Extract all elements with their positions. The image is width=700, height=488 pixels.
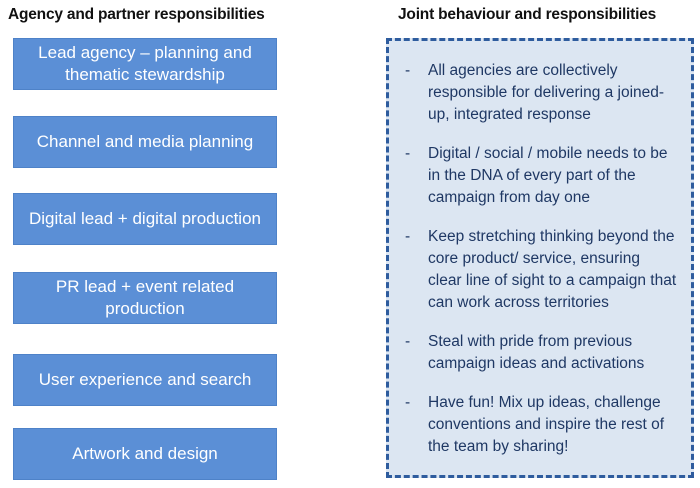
dash-marker: - [405, 394, 411, 411]
box-lead-agency: Lead agency – planning and thematic stew… [13, 38, 277, 90]
bullet-text: Steal with pride from previous campaign … [428, 333, 645, 372]
bullet-item: - Have fun! Mix up ideas, challenge conv… [405, 392, 679, 458]
bullet-item: - Steal with pride from previous campaig… [405, 331, 679, 375]
dash-marker: - [405, 145, 411, 162]
box-artwork-design: Artwork and design [13, 428, 277, 480]
box-pr-lead-event-production: PR lead + event related production [13, 272, 277, 324]
joint-responsibilities-panel: - All agencies are collectively responsi… [386, 38, 694, 478]
bullet-text: All agencies are collectively responsibl… [428, 62, 665, 123]
dash-marker: - [405, 333, 411, 350]
bullet-text: Have fun! Mix up ideas, challenge conven… [428, 394, 665, 455]
bullet-item: - All agencies are collectively responsi… [405, 60, 679, 126]
dash-marker: - [405, 228, 411, 245]
joint-column-title: Joint behaviour and responsibilities [398, 6, 657, 23]
bullet-item: - Keep stretching thinking beyond the co… [405, 226, 679, 314]
box-user-experience-search: User experience and search [13, 354, 277, 406]
agency-column-title: Agency and partner responsibilities [8, 6, 265, 23]
bullet-text: Keep stretching thinking beyond the core… [428, 228, 677, 311]
bullet-text: Digital / social / mobile needs to be in… [428, 145, 668, 206]
box-digital-lead-production: Digital lead + digital production [13, 193, 277, 245]
box-channel-media-planning: Channel and media planning [13, 116, 277, 168]
dash-marker: - [405, 62, 411, 79]
bullet-item: - Digital / social / mobile needs to be … [405, 143, 679, 209]
